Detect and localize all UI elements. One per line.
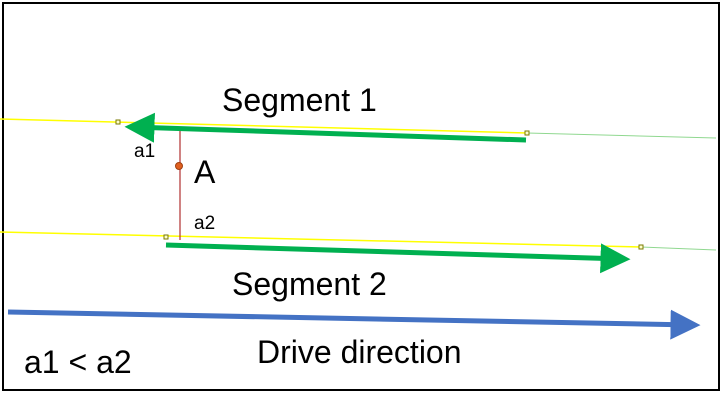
segment1-arrow	[124, 112, 527, 143]
handle-upper-right	[524, 130, 530, 136]
lower-yellow-line	[0, 231, 642, 248]
handle-lower-right	[638, 244, 644, 250]
point-a-label: A	[194, 154, 216, 190]
segment2-label: Segment 2	[232, 266, 387, 302]
drive-direction-label: Drive direction	[257, 334, 462, 370]
segment2-arrow	[165, 242, 631, 274]
relation-label: a1 < a2	[24, 344, 132, 380]
handle-lower-left	[163, 234, 169, 240]
a2-label: a2	[194, 213, 216, 234]
segment1-label: Segment 1	[222, 82, 377, 118]
a1-label: a1	[134, 141, 156, 162]
upper-yellow-line	[0, 118, 528, 134]
diagram-frame	[2, 2, 720, 391]
upper-green-guide-line	[526, 132, 717, 139]
handle-upper-left	[115, 119, 121, 125]
point-a-marker	[175, 162, 183, 170]
lower-green-guide-line	[640, 246, 717, 251]
drive-direction-arrow	[7, 309, 701, 340]
